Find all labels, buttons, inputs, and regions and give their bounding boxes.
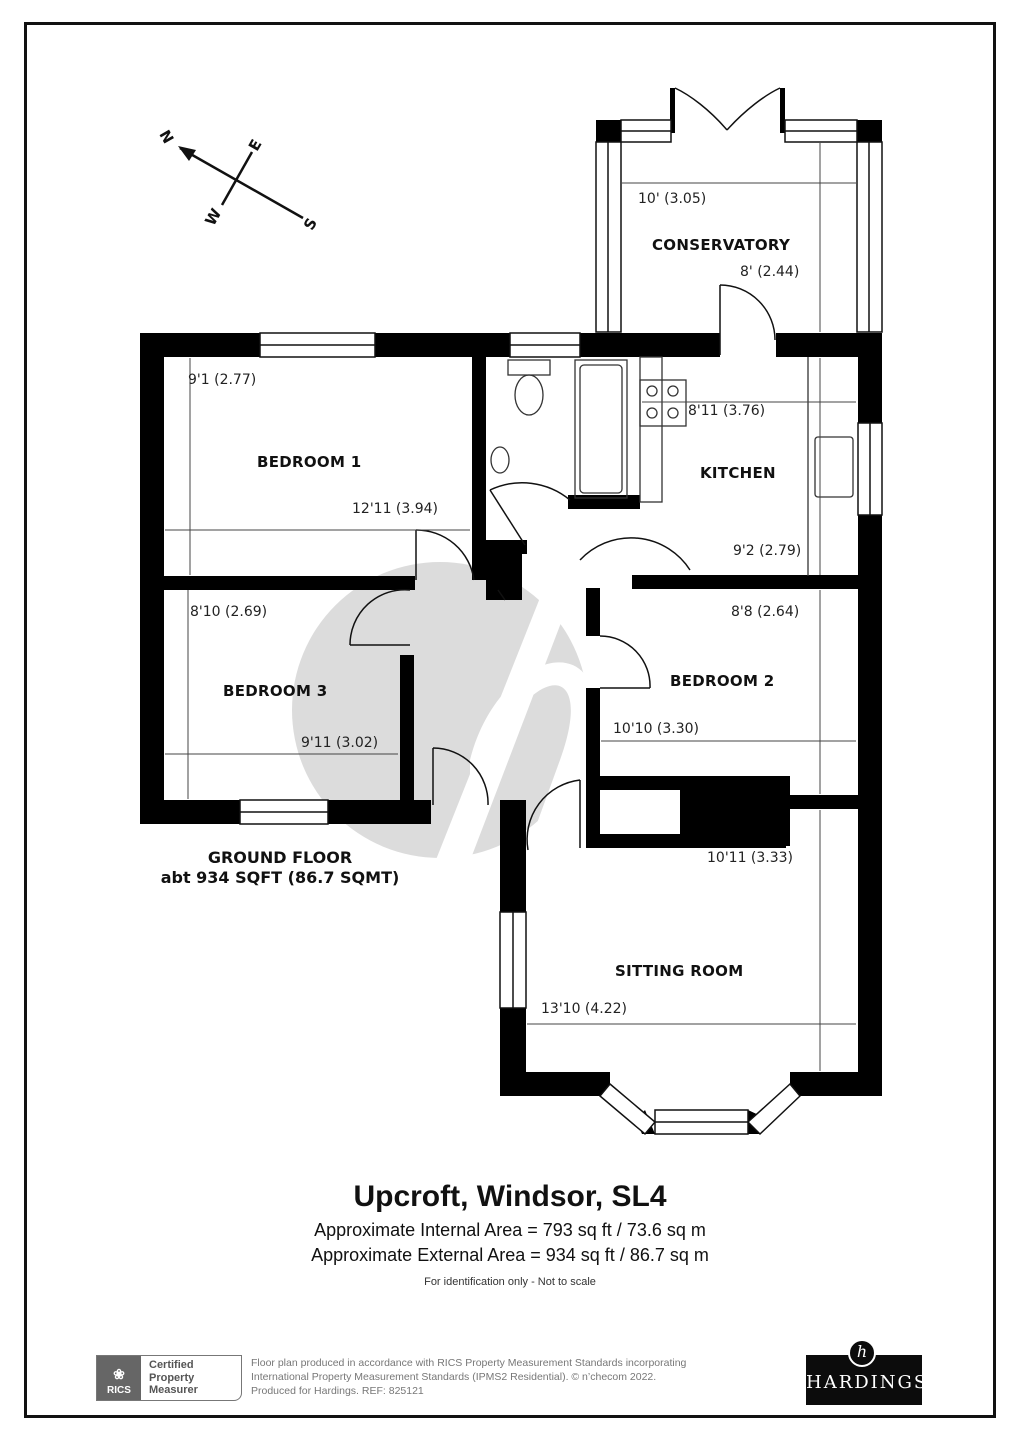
rics-certified-badge: ❀ RICS Certified Property Measurer [96, 1355, 242, 1401]
rics-label: RICS [107, 1385, 131, 1396]
internal-area: Approximate Internal Area = 793 sq ft / … [314, 1220, 706, 1240]
note-line: Floor plan produced in accordance with R… [251, 1357, 687, 1369]
bedroom-2-depth-dim: 8'8 (2.64) [731, 604, 800, 620]
room-sitting-room-label: SITTING ROOM [615, 962, 744, 980]
hardings-h-icon: h [848, 1339, 876, 1367]
kitchen-width-dim: 8'11 (3.76) [688, 403, 766, 419]
page-border [24, 22, 996, 1418]
cert-line: Measurer [149, 1384, 198, 1396]
floor-area: abt 934 SQFT (86.7 SQMT) [160, 868, 400, 887]
bedroom-1-width-dim: 12'11 (3.94) [352, 501, 439, 517]
bedroom-3-depth-dim: 8'10 (2.69) [190, 604, 268, 620]
room-kitchen-label: KITCHEN [700, 464, 776, 482]
hardings-watermark-icon [292, 560, 595, 900]
floor-name: GROUND FLOOR [207, 848, 353, 867]
sitting-room-depth-dim: 10'11 (3.33) [707, 850, 794, 866]
disclaimer: For identification only - Not to scale [424, 1276, 596, 1288]
external-area: Approximate External Area = 934 sq ft / … [311, 1245, 709, 1265]
conservatory-depth-dim: 8' (2.44) [740, 264, 800, 280]
floor-summary: GROUND FLOOR abt 934 SQFT (86.7 SQMT) [110, 848, 450, 888]
room-bedroom-3-label: BEDROOM 3 [223, 682, 328, 700]
bedroom-2-width-dim: 10'10 (3.30) [613, 721, 700, 737]
kitchen-depth-dim: 9'2 (2.79) [733, 543, 802, 559]
conservatory-width-dim: 10' (3.05) [638, 191, 707, 207]
production-notes: Floor plan produced in accordance with R… [251, 1356, 686, 1398]
room-bedroom-1-label: BEDROOM 1 [257, 453, 362, 471]
bedroom-3-width-dim: 9'11 (3.02) [301, 735, 379, 751]
room-conservatory-label: CONSERVATORY [652, 236, 791, 254]
hardings-logo: h HARDINGS [806, 1339, 926, 1405]
sitting-room-width-dim: 13'10 (4.22) [541, 1001, 628, 1017]
bedroom-1-depth-dim: 9'1 (2.77) [188, 372, 257, 388]
rics-emblem-icon: ❀ [113, 1366, 125, 1382]
cert-line: Certified [149, 1359, 194, 1371]
compass-icon [178, 146, 304, 220]
note-line: Produced for Hardings. REF: 825121 [251, 1385, 424, 1397]
note-line: International Property Measurement Stand… [251, 1371, 657, 1383]
room-bedroom-2-label: BEDROOM 2 [670, 672, 775, 690]
brand-name: HARDINGS [806, 1372, 929, 1393]
property-address: Upcroft, Windsor, SL4 [353, 1180, 667, 1213]
cert-line: Property [149, 1371, 195, 1384]
